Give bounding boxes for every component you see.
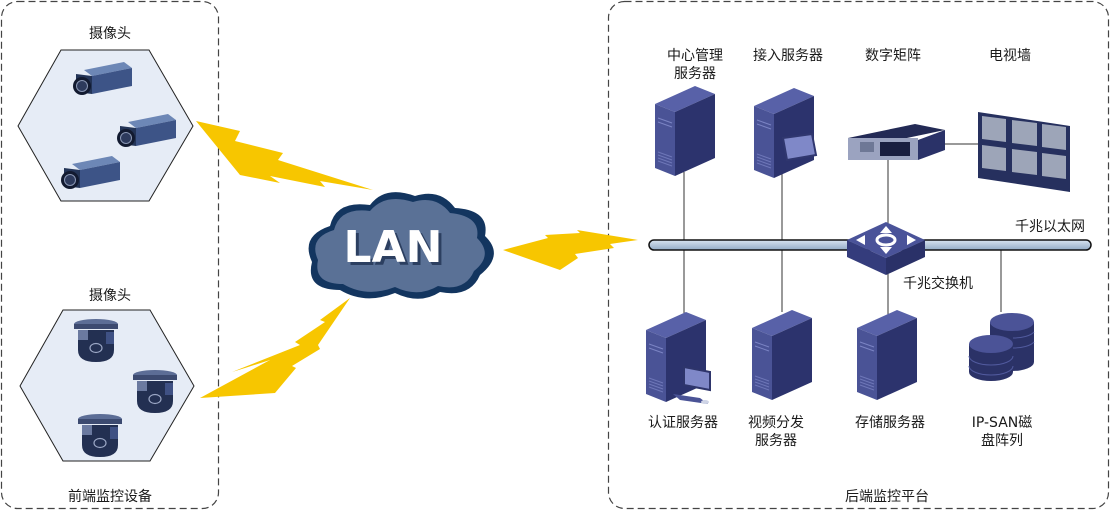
backend-group-border [607,0,1110,510]
label-line: IP-SAN磁 [971,415,1033,431]
storage-server-icon [856,309,918,401]
authentication-server-icon [645,311,711,404]
digital-matrix-icon [848,124,945,160]
access-server-icon [753,87,818,179]
lan-label-shadow: LAN [347,225,446,276]
ip-san-disk-array-icon [968,313,1035,381]
wireless-link-lightning-icon [200,298,350,398]
label-line: 盘阵列 [981,433,1023,449]
frontend-group-border [0,0,220,510]
camera-group-1-label: 摄像头 [89,26,131,42]
gigabit-ethernet-label: 千兆以太网 [1015,219,1085,235]
video-distribution-server-label: 视频分发 服务器 [736,414,816,450]
tv-wall-label: 电视墙 [989,48,1031,64]
label-line: 视频分发 [748,415,804,431]
access-server-label: 接入服务器 [753,48,823,64]
camera-group-hexagon-2 [19,309,195,462]
central-management-server-icon [654,85,716,177]
dome-camera-icon [132,369,178,414]
ip-san-disk-array-label: IP-SAN磁 盘阵列 [960,414,1044,450]
dome-camera-icon [73,318,119,363]
gigabit-switch-label: 千兆交换机 [903,276,973,292]
lan-label: LAN [344,222,443,273]
digital-matrix-label: 数字矩阵 [865,48,921,64]
lan-cloud-icon [308,192,494,299]
frontend-group-title: 前端监控设备 [68,489,152,505]
label-line: 服务器 [755,433,797,449]
camera-group-2-label: 摄像头 [89,288,131,304]
storage-server-label: 存储服务器 [855,415,925,431]
backend-group-title: 后端监控平台 [845,489,929,505]
wireless-link-lightning-icon [196,121,373,190]
dome-camera-icon [77,413,123,458]
authentication-server-label: 认证服务器 [648,415,718,431]
label-line: 服务器 [674,66,716,82]
video-distribution-server-icon [751,309,813,401]
label-line: 中心管理 [667,48,723,64]
camera-group-hexagon-1 [17,49,194,202]
wireless-link-lightning-icon [503,230,638,270]
gigabit-switch-icon [847,222,925,275]
central-management-server-label: 中心管理 服务器 [655,47,735,83]
tv-wall-icon [978,112,1070,192]
